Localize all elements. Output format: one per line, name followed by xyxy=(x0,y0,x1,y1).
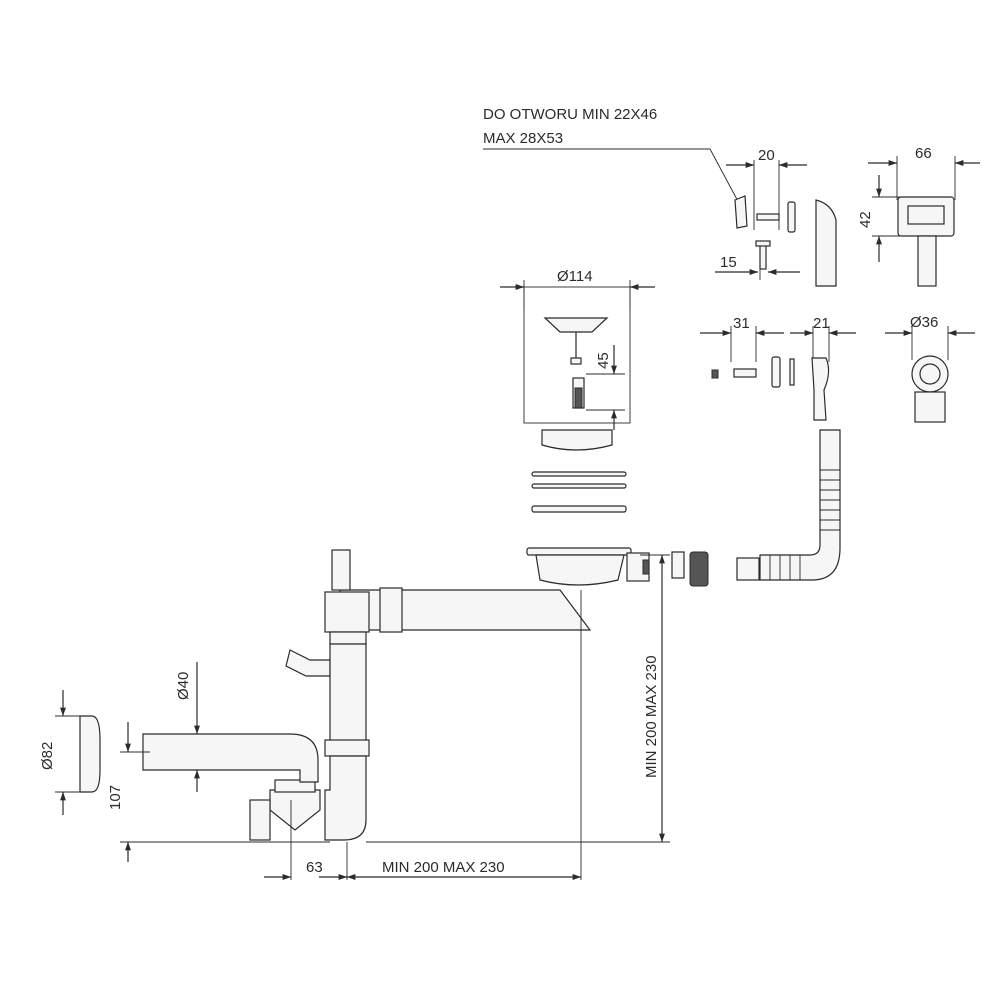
dim-vertical-range-label: MIN 200 MAX 230 xyxy=(643,655,660,778)
dim-63-label: 63 xyxy=(306,859,323,876)
dim-114-label: Ø114 xyxy=(557,268,593,285)
strainer-basket: Ø114 45 xyxy=(500,268,655,513)
dim-66-label: 66 xyxy=(915,145,932,162)
dim-40-label: Ø40 xyxy=(175,672,192,700)
note-leader xyxy=(483,148,741,206)
overflow-parts-row-2: 31 21 Ø36 xyxy=(700,314,975,423)
dim-82-label: Ø82 xyxy=(39,742,56,770)
dim-15-label: 15 xyxy=(720,254,737,271)
hose-corrugation xyxy=(769,469,840,580)
hole-size-note: DO OTWORU MIN 22X46 MAX 28X53 xyxy=(483,106,741,206)
overflow-front-view: 66 42 xyxy=(857,145,980,287)
dim-45-label: 45 xyxy=(595,352,612,369)
note-line-1: DO OTWORU MIN 22X46 xyxy=(483,106,657,123)
dim-42-label: 42 xyxy=(857,211,874,228)
dim-31-label: 31 xyxy=(733,315,750,332)
dim-horizontal-range-label: MIN 200 MAX 230 xyxy=(382,859,505,876)
dim-36-label: Ø36 xyxy=(910,314,938,331)
dim-20-label: 20 xyxy=(758,147,775,164)
dim-21-label: 21 xyxy=(813,315,830,332)
dim-107-label: 107 xyxy=(107,785,124,810)
siphon-dimensions: Ø82 Ø40 107 63 MIN 200 MAX 230 MIN 200 M… xyxy=(39,554,670,880)
note-line-2: MAX 28X53 xyxy=(483,130,563,147)
overflow-parts-top: 20 15 xyxy=(715,147,837,287)
drain-body xyxy=(526,429,841,587)
siphon-assembly xyxy=(79,549,592,841)
